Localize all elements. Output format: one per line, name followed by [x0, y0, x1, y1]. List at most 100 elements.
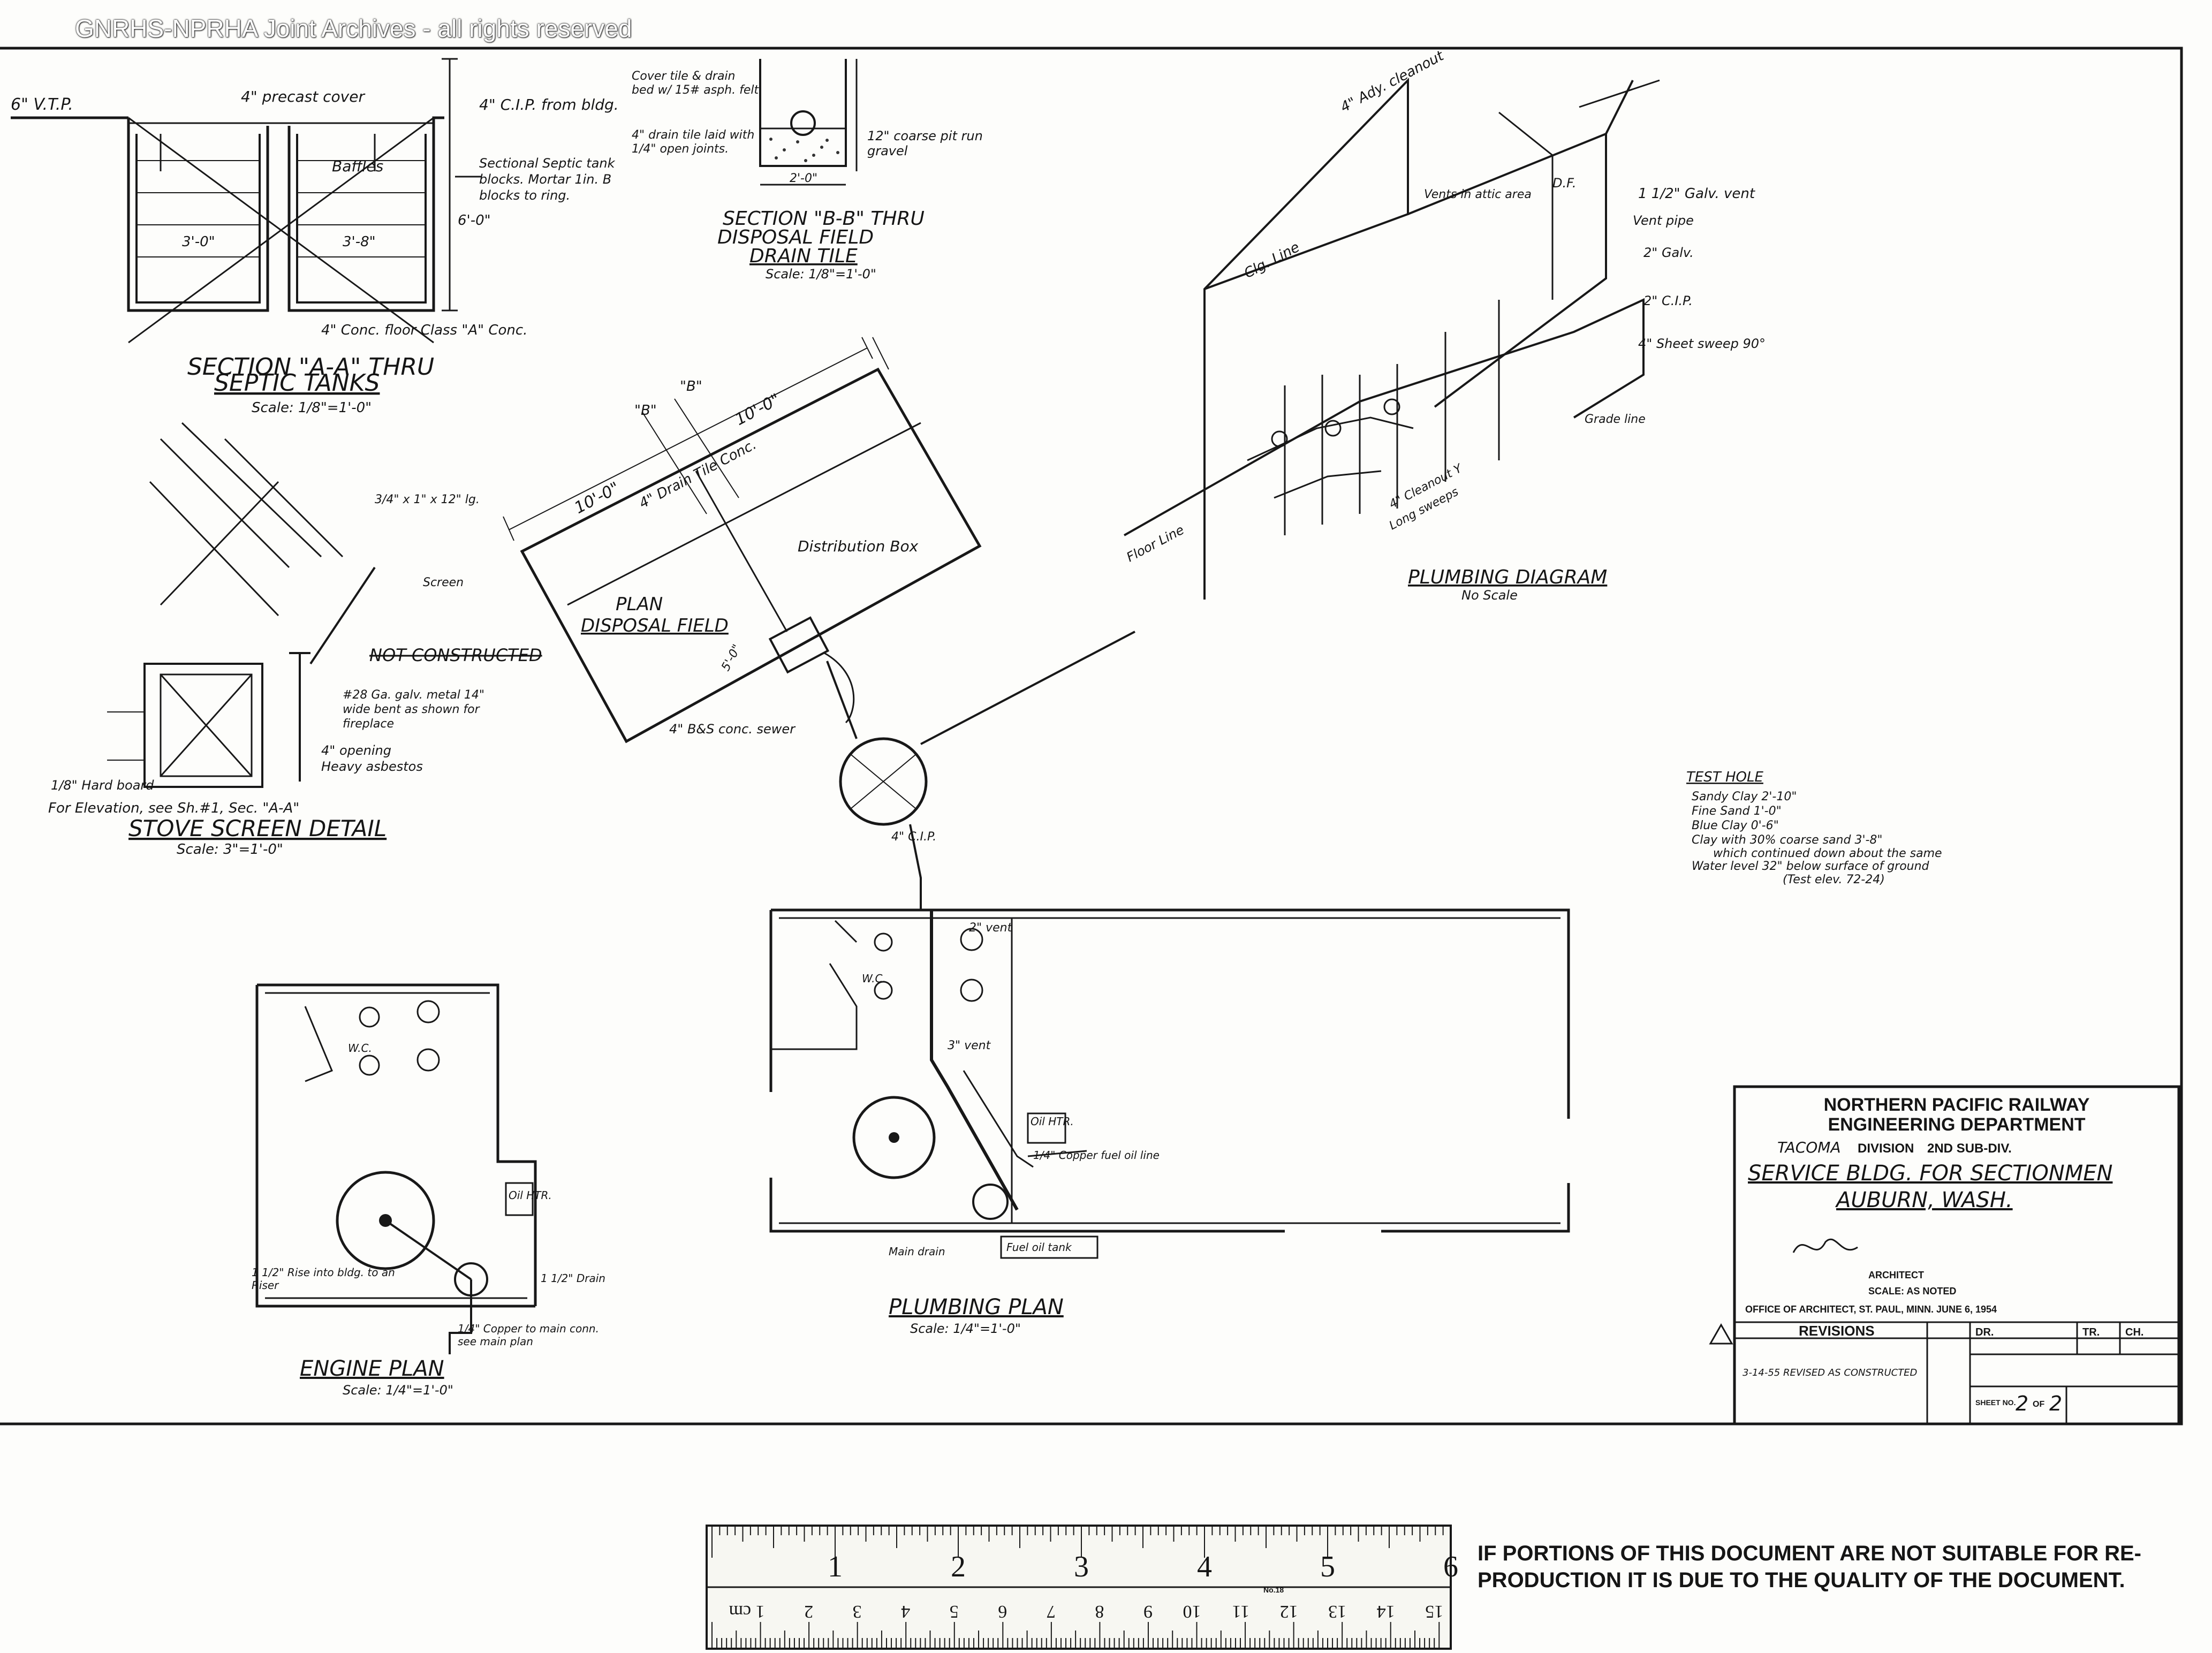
title-block: NORTHERN PACIFIC RAILWAY ENGINEERING DEP…	[1709, 1085, 2180, 1425]
title-block-revisions: REVISIONS	[1799, 1323, 1875, 1339]
architect-signature	[1792, 1238, 1858, 1253]
test-hole-note: TEST HOLE Sandy Clay 2'-10" Fine Sand 1'…	[1686, 769, 1942, 886]
section-b-note-tile-wrap: 4" drain tile laid with 1/4" open joints…	[632, 128, 755, 156]
ruler-inch-label: 2	[951, 1550, 966, 1583]
ruler-inch-label: 5	[1320, 1550, 1335, 1583]
septic-note-blocks: Sectional Septic tank blocks. Mortar 1in…	[479, 156, 615, 203]
septic-scale: Scale: 1/8"=1'-0"	[252, 400, 372, 416]
test-hole-line-6: Water level 32" below surface of ground	[1692, 860, 1930, 873]
stove-note-asbestos: Heavy asbestos	[321, 759, 423, 774]
septic-note-floor: 4" Conc. floor Class "A" Conc.	[321, 322, 527, 338]
ruler-cm-label: 1 cm	[729, 1602, 765, 1621]
engine-plan: W.C. Oil HTR. 1 1/2" Rise into bldg. to …	[252, 983, 605, 1398]
stove-note-opening: 4" opening	[321, 743, 391, 758]
septic-note-cip: 4" C.I.P. from bldg.	[479, 96, 619, 113]
ruler-cm-label: 9	[1143, 1602, 1153, 1621]
diagram-note-sweep: 4" Sheet sweep 90°	[1638, 336, 1766, 351]
section-b-note-tile: 4" drain tile laid with 1/4" open joints…	[632, 128, 755, 156]
septic-dim-6-0: 6'-0"	[458, 213, 491, 229]
stove-note-lg: 3/4" x 1" x 12" lg.	[375, 493, 480, 506]
diagram-note-grade: Grade line	[1585, 413, 1646, 426]
stove-title: STOVE SCREEN DETAIL	[128, 815, 387, 841]
plumbing-plan-note-3vent: 3" vent	[948, 1039, 991, 1052]
section-b-note-cover: Cover tile & drain bed w/ 15# asph. felt	[632, 70, 759, 97]
septic-tank-section: 6" V.T.P. 4" precast cover 4" C.I.P. fro…	[11, 58, 619, 416]
disposal-title: PLAN	[616, 594, 663, 615]
disposal-section-mark-1: "B"	[634, 403, 657, 419]
plumbing-plan-note-cip: 4" C.I.P.	[891, 830, 936, 844]
disposal-note-box: Distribution Box	[798, 537, 919, 555]
ruler-inch-label: 4	[1197, 1550, 1212, 1583]
test-hole-line-4: Clay with 30% coarse sand 3'-8"	[1692, 833, 1883, 847]
engine-scale: Scale: 1/4"=1'-0"	[343, 1383, 453, 1398]
stove-scale: Scale: 3"=1'-0"	[177, 841, 283, 858]
disposal-section-mark-2: "B"	[680, 378, 702, 395]
section-b-note-gravel: 12" coarse pit run gravel	[867, 128, 983, 158]
plumbing-plan: 4" C.I.P. 2" vent 3" vent W.C. Oil HTR. …	[769, 830, 1570, 1336]
ruler-cm-label: 13	[1328, 1602, 1346, 1621]
ruler-product: No.18	[1263, 1586, 1284, 1594]
septic-dim-3-8: 3'-8"	[343, 234, 376, 250]
engine-note-wc: W.C.	[348, 1042, 372, 1055]
ruler-cm-label: 14	[1377, 1602, 1395, 1621]
engine-note-rise: 1 1/2" Rise into bldg. to an Riser	[252, 1266, 395, 1292]
stove-screen-detail: NOT CONSTRUCTED #28 Ga. galv. metal 14" …	[48, 422, 542, 858]
diagram-note-cip: 2" C.I.P.	[1643, 293, 1693, 308]
ruler-cm-label: 5	[950, 1602, 959, 1621]
stove-note-screen: Screen	[423, 576, 464, 589]
diagram-note-vent-pipe: Vent pipe	[1633, 213, 1694, 228]
septic-subtitle: SEPTIC TANKS	[214, 369, 380, 397]
septic-tank-plan	[826, 631, 1135, 910]
stove-note-elevation: For Elevation, see Sh.#1, Sec. "A-A"	[48, 800, 299, 816]
section-b-dim: 2'-0"	[790, 172, 817, 185]
disposal-note-sewer: 4" B&S conc. sewer	[669, 722, 796, 737]
disposal-field-plan: 10'-0" 10'-0" 4" Drain Tile Conc. Distri…	[503, 337, 982, 744]
diagram-scale: No Scale	[1461, 588, 1518, 603]
septic-dim-3-0: 3'-0"	[182, 234, 215, 250]
title-block-signature-role: ARCHITECT	[1868, 1270, 1924, 1280]
section-b-note-cover-wrap: Cover tile & drain bed w/ 15# asph. felt	[632, 70, 759, 97]
test-hole-line-1: Sandy Clay 2'-10"	[1692, 790, 1797, 803]
septic-note-vtp: 6" V.T.P.	[11, 95, 73, 114]
title-block-tr: TR.	[2082, 1326, 2100, 1338]
title-block-scale: SCALE: AS NOTED	[1868, 1286, 1956, 1296]
ruler-cm-label: 6	[998, 1602, 1007, 1621]
title-block-company: NORTHERN PACIFIC RAILWAY	[1824, 1095, 2090, 1115]
disposal-subtitle: DISPOSAL FIELD	[581, 615, 729, 636]
ruler-cm-label: 12	[1280, 1602, 1298, 1621]
plumbing-plan-note-tank: Fuel oil tank	[1006, 1241, 1072, 1254]
plumbing-plan-note-copper: 1/4" Copper fuel oil line	[1033, 1149, 1160, 1162]
stove-note-not-constructed: NOT CONSTRUCTED	[369, 645, 542, 665]
septic-note-cover: 4" precast cover	[241, 88, 365, 105]
plumbing-plan-note-wc: W.C.	[862, 972, 886, 985]
engine-note-oil-htr: Oil HTR.	[509, 1189, 552, 1202]
engine-title: ENGINE PLAN	[300, 1356, 444, 1381]
diagram-note-galv-vent: 1 1/2" Galv. vent	[1638, 186, 1755, 202]
ruler-ticks	[711, 1526, 1444, 1649]
section-b-note-gravel-wrap: 12" coarse pit run gravel	[867, 128, 983, 158]
disclaimer-line-2: PRODUCTION IT IS DUE TO THE QUALITY OF T…	[1478, 1568, 2125, 1592]
engine-note-copper: 1/4" Copper to main conn. see main plan	[458, 1322, 599, 1348]
section-b-b: Cover tile & drain bed w/ 15# asph. felt…	[632, 59, 983, 282]
ruler-cm-label: 7	[1047, 1602, 1056, 1621]
septic-title: SECTION "A-A" THRU	[187, 353, 434, 381]
section-b-subtitle: DISPOSAL FIELD	[717, 226, 874, 248]
test-hole-line-3: Blue Clay 0'-6"	[1692, 819, 1779, 832]
drawing-border	[0, 47, 2183, 1425]
revision-triangle-icon	[1709, 1323, 1733, 1345]
ruler-cm-label: 3	[853, 1602, 862, 1621]
engine-note-rise-wrap: 1 1/2" Rise into bldg. to an Riser	[252, 1266, 395, 1292]
ruler-inch-label: 1	[828, 1550, 843, 1583]
plumbing-plan-note-oil-htr: Oil HTR.	[1031, 1115, 1074, 1128]
title-block-office: OFFICE OF ARCHITECT, ST. PAUL, MINN. JUN…	[1745, 1304, 1997, 1315]
plumbing-plan-scale: Scale: 1/4"=1'-0"	[910, 1321, 1021, 1336]
disclaimer: IF PORTIONS OF THIS DOCUMENT ARE NOT SUI…	[1478, 1542, 2141, 1592]
title-block-location: AUBURN, WASH.	[1835, 1188, 2013, 1212]
stove-note-metal: #28 Ga. galv. metal 14" wide bent as sho…	[343, 688, 484, 731]
plumbing-plan-note-main-drain: Main drain	[889, 1245, 945, 1258]
ruler-cm-label: 10	[1183, 1602, 1201, 1621]
